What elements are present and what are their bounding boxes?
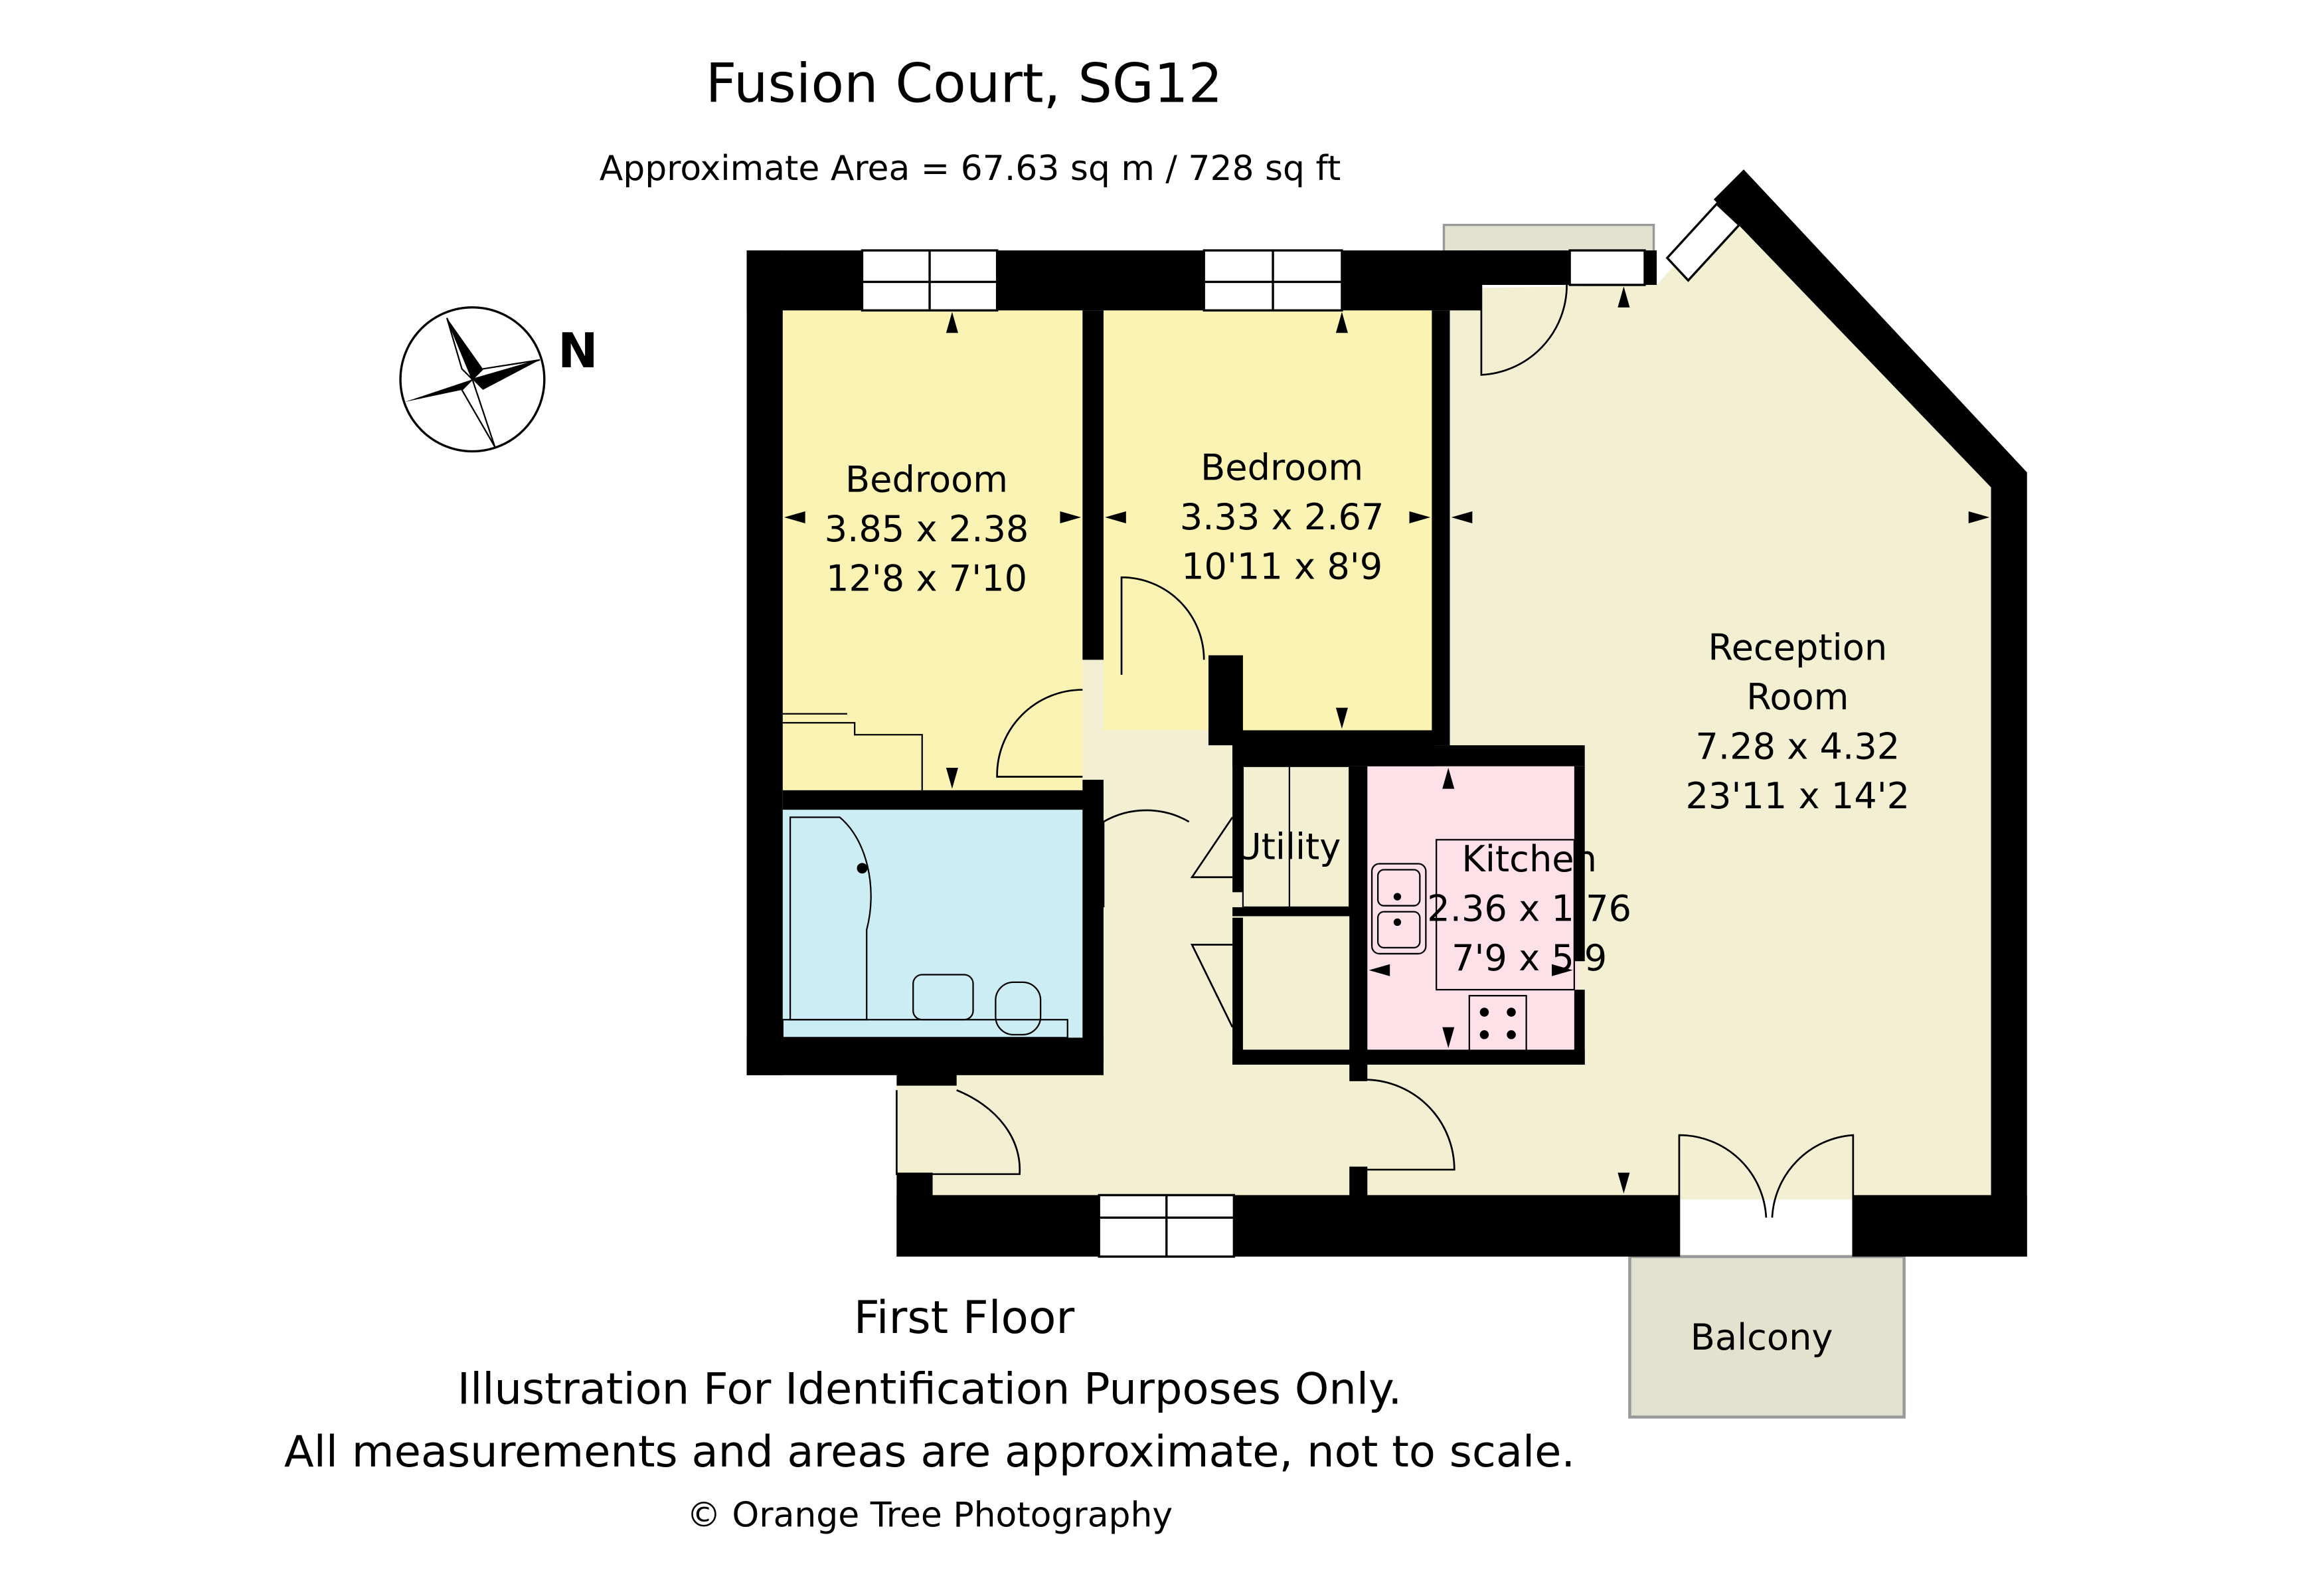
toilet [995,981,1042,1035]
bath [789,816,872,1021]
approximate-area: Approximate Area = 67.63 sq m / 728 sq f… [600,149,1341,189]
copyright: © Orange Tree Photography [687,1495,1173,1535]
bedroom-1-imperial: 12'8 x 7'10 [826,558,1027,600]
disclaimer-line-1: Illustration For Identification Purposes… [457,1364,1402,1414]
kitchen-metric: 2.36 x 1.76 [1427,887,1631,929]
bedroom-2-name: Bedroom [1201,446,1363,488]
compass-icon [399,306,546,453]
top-balcony-ledge [1442,223,1655,253]
kitchen-fixtures [1242,765,1576,1054]
bedroom-2-metric: 3.33 x 2.67 [1180,496,1384,538]
balcony-name: Balcony [1691,1316,1833,1358]
windows [861,202,1741,1258]
reception-imperial: 23'11 x 14'2 [1686,775,1910,817]
dimension-arrows [784,286,1990,1194]
compass-north-label: N [558,323,598,379]
bathroom-floor [782,810,1083,1038]
reception-name-1: Reception [1708,626,1887,668]
utility-name: Utility [1235,826,1341,868]
reception-name-2: Room [1746,676,1849,718]
kitchen-imperial: 7'9 x 5'9 [1452,937,1607,979]
bedroom-2-floor [1103,310,1432,731]
reception-metric: 7.28 x 4.32 [1695,725,1900,767]
balcony-floor [1628,1255,1906,1419]
kitchen-name: Kitchen [1461,838,1597,880]
kitchen-floor [1367,766,1578,1051]
bedroom-1-floor [782,310,1083,790]
bedroom-wardrobe [782,713,923,790]
page-title: Fusion Court, SG12 [706,53,1223,116]
floor-label: First Floor [854,1291,1075,1344]
hob [1468,995,1527,1054]
doors [896,284,1855,1257]
bedroom-2-imperial: 10'11 x 8'9 [1181,545,1382,587]
bedroom-1-name: Bedroom [845,459,1008,501]
bathroom-fixtures [782,816,1068,1039]
sink [1370,863,1427,955]
bedroom-1-metric: 3.85 x 2.38 [825,508,1029,550]
disclaimer-line-2: All measurements and areas are approxima… [284,1427,1575,1477]
